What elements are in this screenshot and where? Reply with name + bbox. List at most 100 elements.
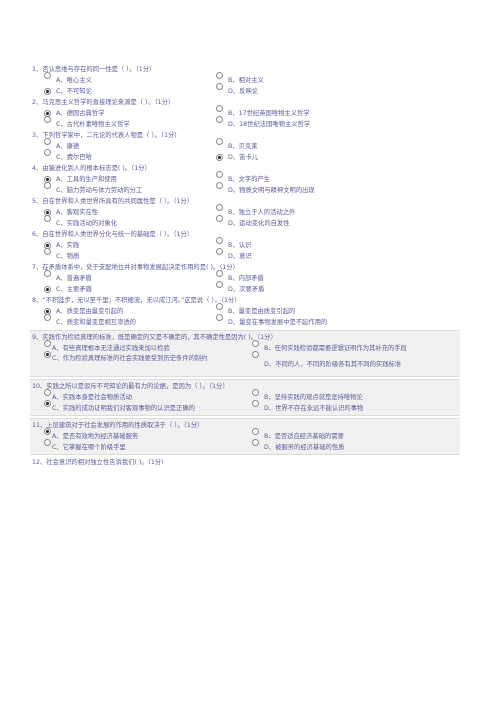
option-d[interactable]: D、量变在事物发展中是不起作用的 [228, 319, 328, 326]
option-d[interactable]: D、被服务的经济基础的性质 [264, 444, 345, 451]
question-title: 4、由猿进化到人的根本标志是( )。（1分） [32, 165, 151, 172]
option-a[interactable]: A、德国古典哲学 [56, 110, 105, 117]
radio-c[interactable] [44, 400, 51, 407]
radio-b[interactable] [216, 237, 223, 244]
question-title: 9、实践作为检验真理的标准，既是确定的又是不确定的，其不确定性是因为( )。（1… [32, 334, 277, 341]
radio-c[interactable] [44, 215, 51, 222]
radio-b[interactable] [216, 270, 223, 277]
option-a[interactable]: A、普遍矛盾 [56, 275, 92, 282]
radio-c[interactable] [44, 116, 51, 123]
radio-a[interactable] [44, 340, 51, 347]
option-a[interactable]: A、质变是由量变引起的 [56, 308, 124, 315]
radio-c[interactable] [44, 351, 51, 358]
radio-a[interactable] [44, 270, 51, 277]
radio-d[interactable] [216, 215, 223, 222]
option-c[interactable]: C、主要矛盾 [56, 286, 92, 293]
option-b[interactable]: B、坚持实践的观点就是坚持唯物论 [264, 394, 363, 401]
option-c[interactable]: C、它掌握在哪个阶级手里 [52, 444, 126, 451]
option-b[interactable]: B、17世纪英国唯物主义哲学 [228, 110, 310, 117]
option-d[interactable]: D、物质文明与精神文明的出现 [228, 187, 315, 194]
radio-d[interactable] [216, 281, 223, 288]
radio-c[interactable] [44, 88, 51, 95]
option-a[interactable]: A、是否有效地为经济基础服务 [52, 433, 139, 440]
radio-a[interactable] [44, 389, 51, 396]
option-b[interactable]: B、内部矛盾 [228, 275, 264, 282]
radio-c[interactable] [44, 182, 51, 189]
radio-d[interactable] [252, 439, 259, 446]
option-a[interactable]: A、实践 [56, 242, 80, 249]
radio-d[interactable] [216, 248, 223, 255]
radio-c[interactable] [44, 149, 51, 156]
radio-a[interactable] [44, 72, 51, 79]
option-d[interactable]: D、不同的人，不同的阶级各有其不同的实践标准 [264, 361, 402, 368]
option-a[interactable]: A、实践本身是社会物质活动 [52, 394, 132, 401]
option-b[interactable]: B、贝克莱 [228, 143, 258, 150]
radio-c[interactable] [44, 314, 51, 321]
option-c[interactable]: C、实践活动的对象化 [56, 220, 118, 227]
question-title: 1、否认思维与存在的同一性是（ ）。（1分） [32, 66, 156, 73]
option-c[interactable]: C、脑力劳动与体力劳动的分工 [56, 187, 143, 194]
radio-a[interactable] [44, 138, 51, 145]
radio-b[interactable] [216, 72, 223, 79]
option-c[interactable]: C、古代朴素唯物主义哲学 [56, 121, 130, 128]
question-title: 6、自在世界和人类世界分化与统一的基础是（ ）。（1分） [32, 231, 194, 238]
radio-b[interactable] [216, 171, 223, 178]
radio-d[interactable] [216, 314, 223, 321]
option-d[interactable]: D、18世纪法国唯物主义哲学 [228, 121, 311, 128]
option-c[interactable]: C、物质 [56, 253, 80, 260]
option-a[interactable]: A、康德 [56, 143, 80, 150]
exam-sheet: 1、否认思维与存在的同一性是（ ）。（1分） A、唯心主义 B、相对主义 C、不… [30, 64, 460, 468]
question-3: 3、下列哲学家中，二元论的代表人物是（ ）。（1分） A、康德 B、贝克莱 C、… [30, 130, 460, 163]
question-title: 8、“不积跬步，无以至千里；不积细流，无以成江河。”这是说（ ）。（1分） [32, 297, 241, 304]
option-c[interactable]: C、不可知论 [56, 88, 92, 95]
option-b[interactable]: B、认识 [228, 242, 252, 249]
question-11: 11、上层建筑对于社会发展的作用的性质取决于（ ）。（1分） A、是否有效地为经… [30, 418, 460, 455]
option-a[interactable]: A、工具的生产和使用 [56, 176, 117, 183]
option-b[interactable]: B、任何实践检验都需要逻辑证明作为其补充的手段 [264, 345, 407, 352]
question-title: 3、下列哲学家中，二元论的代表人物是（ ）。（1分） [32, 132, 181, 139]
radio-c[interactable] [44, 248, 51, 255]
option-b[interactable]: B、独立于人的活动之外 [228, 209, 296, 216]
radio-b[interactable] [252, 340, 259, 347]
option-c[interactable]: C、质变和量变是相互渗透的 [56, 319, 136, 326]
radio-d[interactable] [216, 154, 223, 161]
radio-d[interactable] [252, 400, 259, 407]
radio-c[interactable] [44, 439, 51, 446]
radio-b[interactable] [216, 138, 223, 145]
option-b[interactable]: B、是否适应经济基础的需要 [264, 433, 344, 440]
option-a[interactable]: A、唯心主义 [56, 77, 92, 84]
option-d[interactable]: D、运动变化的自发性 [228, 220, 290, 227]
question-title: 2、马克思主义哲学的直接理论来源是（ ）。（1分） [32, 99, 175, 106]
radio-b[interactable] [216, 105, 223, 112]
question-12: 12、社会意识的相对独立性告诉我们( )。（1分） [30, 457, 460, 468]
question-10: 10、实践之所以是驳斥不可知论的最有力的论据，是因为（ ）。（1分） A、实践本… [30, 379, 460, 416]
radio-c[interactable] [44, 286, 51, 293]
radio-d[interactable] [216, 182, 223, 189]
option-b[interactable]: B、文字的产生 [228, 176, 271, 183]
option-b[interactable]: B、量变是由质变引起的 [228, 308, 296, 315]
question-2: 2、马克思主义哲学的直接理论来源是（ ）。（1分） A、德国古典哲学 B、17世… [30, 97, 460, 130]
radio-b[interactable] [252, 389, 259, 396]
option-b[interactable]: B、相对主义 [228, 77, 264, 84]
question-title: 12、社会意识的相对独立性告诉我们( )。（1分） [32, 459, 168, 466]
question-title: 7、在矛盾体系中，处于支配地位并对事物发展起决定作用的是( )。（1分） [32, 264, 239, 271]
radio-d[interactable] [216, 116, 223, 123]
question-5: 5、自在世界和人类世界所具有的共同属性是（ ）。（1分） A、客观实在性 B、独… [30, 196, 460, 229]
option-a[interactable]: A、客观实在性 [56, 209, 99, 216]
question-7: 7、在矛盾体系中，处于支配地位并对事物发展起决定作用的是( )。（1分） A、普… [30, 262, 460, 295]
option-d[interactable]: D、笛卡儿 [228, 154, 259, 161]
radio-a[interactable] [44, 428, 51, 435]
option-d[interactable]: D、世界不存在永远不能认识的事物 [264, 405, 364, 412]
option-a[interactable]: A、有些真理根本无法通过实践来加以检验 [52, 345, 170, 352]
radio-b[interactable] [252, 428, 259, 435]
option-d[interactable]: D、反映论 [228, 88, 259, 95]
radio-b[interactable] [216, 303, 223, 310]
option-c[interactable]: C、费尔巴哈 [56, 154, 92, 161]
option-c[interactable]: C、实践的成功证明我们对客观事物的认识是正确的 [52, 405, 195, 412]
option-d[interactable]: D、次要矛盾 [228, 286, 265, 293]
option-c[interactable]: C、作为检验真理标准的社会实践要受到历史条件的制约 [52, 355, 208, 362]
radio-b[interactable] [216, 204, 223, 211]
radio-d[interactable] [216, 83, 223, 90]
radio-d[interactable] [252, 351, 259, 358]
option-d[interactable]: D、意识 [228, 253, 252, 260]
